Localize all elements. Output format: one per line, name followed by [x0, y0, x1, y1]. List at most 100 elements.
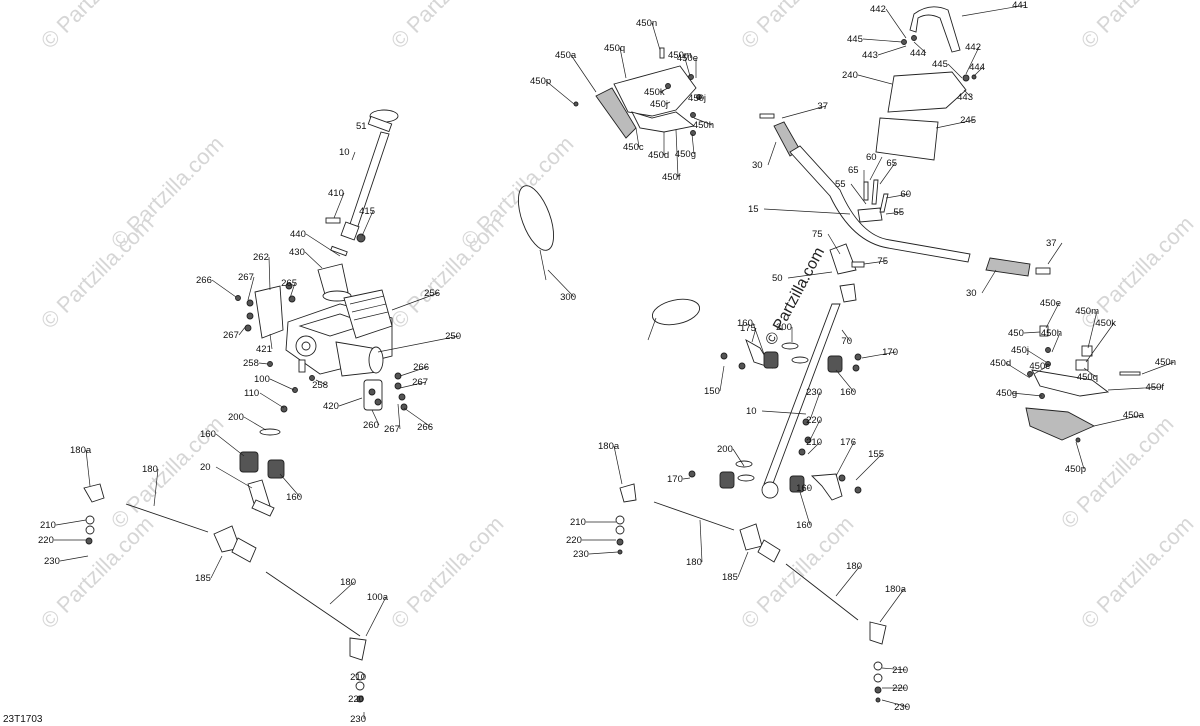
leader-line: [588, 551, 619, 555]
leader-line: [665, 101, 671, 105]
diagram-code: 23T1703: [3, 714, 43, 725]
leader-line: [333, 192, 345, 219]
watermark-text: © Partzilla.com: [736, 0, 859, 54]
leader-line: [651, 22, 661, 51]
callout-label: 445: [932, 59, 948, 70]
leader-line: [693, 117, 713, 126]
leader-line: [659, 87, 669, 93]
callout-label: 441: [1012, 0, 1028, 11]
leader-line: [719, 365, 725, 392]
leader-line: [59, 555, 89, 562]
leader-line: [289, 282, 296, 299]
callout-label: 200: [717, 444, 733, 455]
leader-line: [861, 351, 897, 359]
upper-handguard-assembly: [573, 47, 702, 139]
watermark-text: © Partzilla.com: [386, 511, 509, 634]
callout-label: 443: [862, 50, 878, 61]
leader-line: [215, 433, 245, 457]
leader-line: [361, 210, 374, 237]
leader-line: [210, 555, 223, 579]
leader-line: [305, 233, 341, 257]
leader-line: [913, 41, 927, 54]
callout-label: 450d: [648, 150, 669, 161]
watermark-text: © Partzilla.com: [456, 131, 579, 254]
leader-line: [1085, 322, 1115, 363]
leader-line: [1011, 392, 1043, 397]
leader-line: [965, 46, 980, 75]
callout-label: 450n: [636, 18, 657, 29]
callout-label: 50: [772, 273, 783, 284]
callout-label: 450m: [668, 50, 692, 61]
leader-line: [613, 445, 623, 485]
leader-line: [258, 362, 269, 365]
leader-line: [857, 74, 893, 85]
callout-label: 20: [200, 462, 211, 473]
callout-label: 170: [882, 347, 898, 358]
leader-line: [315, 379, 327, 386]
leader-line: [85, 449, 91, 487]
leader-line: [247, 276, 255, 301]
callout-label: 230: [44, 556, 60, 567]
callout-label: 443: [957, 92, 973, 103]
callout-label: 185: [722, 572, 738, 583]
callout-label: 450m: [1075, 306, 1099, 317]
callout-label: 442: [870, 4, 886, 15]
leader-line: [935, 119, 975, 129]
callout-label: 30: [966, 288, 977, 299]
leader-line: [397, 403, 401, 430]
callout-label: 450: [1008, 328, 1024, 339]
callout-label: 210: [892, 665, 908, 676]
callout-label: 450q: [604, 43, 625, 54]
brand-watermark: © Partzilla.com: [763, 245, 829, 348]
watermark-text: © Partzilla.com: [1076, 511, 1199, 634]
leader-line: [1047, 242, 1063, 265]
leader-line: [855, 453, 883, 481]
callout-label: 180: [142, 464, 158, 475]
left-steering-assembly: [83, 109, 408, 703]
callout-label: 60: [900, 189, 911, 200]
callout-label: 160: [840, 387, 856, 398]
leader-line: [787, 271, 833, 279]
leader-line: [767, 141, 777, 166]
callout-label: 450g: [996, 388, 1017, 399]
leader-line: [761, 410, 807, 415]
leader-line: [1083, 367, 1097, 378]
leader-line: [545, 80, 575, 105]
callout-label: 180a: [70, 445, 92, 456]
callout-label: 450j: [1011, 345, 1029, 356]
leader-line: [691, 133, 695, 155]
leader-line: [403, 407, 432, 428]
callout-label: 170: [667, 474, 683, 485]
callout-label: 160: [286, 492, 302, 503]
leader-line: [570, 54, 597, 93]
leader-line: [338, 397, 363, 407]
leader-line: [850, 183, 867, 205]
leader-line: [809, 391, 821, 421]
callout-label: 267: [384, 424, 400, 435]
leader-line: [809, 419, 821, 441]
leader-line: [675, 129, 679, 178]
callout-label: 70: [841, 336, 852, 347]
leader-line: [635, 127, 640, 148]
callout-label: 450c: [1029, 361, 1050, 372]
callout-label: 180: [846, 561, 862, 572]
callout-label: 420: [323, 401, 339, 412]
callout-label: 267: [223, 330, 239, 341]
callout-label: 220: [348, 694, 364, 705]
callout-label: 55: [893, 207, 904, 218]
callout-label: 260: [363, 420, 379, 431]
leader-line: [279, 473, 301, 498]
callout-label: 258: [243, 358, 259, 369]
leader-line: [1093, 414, 1143, 427]
callout-label: 230: [350, 714, 366, 725]
callout-label: 210: [40, 520, 56, 531]
leader-line: [699, 519, 703, 563]
right-column-parts: [615, 339, 887, 703]
leader-line: [269, 333, 273, 350]
callout-label: 210: [570, 517, 586, 528]
leader-line: [1107, 386, 1163, 391]
leader-line: [863, 260, 887, 265]
leader-line: [763, 208, 851, 215]
leader-line: [835, 565, 861, 597]
callout-label: 60: [866, 152, 877, 163]
